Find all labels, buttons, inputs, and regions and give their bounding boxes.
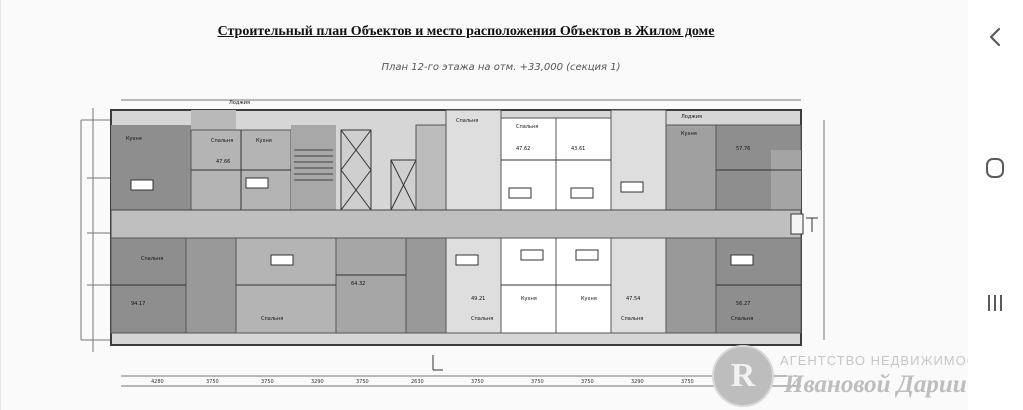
agency-line: АГЕНТСТВО НЕДВИЖИМОСТИ [780,353,996,368]
agency-logo-icon: R [712,345,774,407]
area-label: 64.32 [351,281,365,287]
dimension-labels: 4280 3750 3750 3290 3750 2630 3750 3750 3750 3… [151,379,694,385]
apartment-k [445,237,502,334]
home-button[interactable] [980,153,1010,183]
room-label: Лоджия [229,100,250,106]
room-label: Спальня [471,316,493,322]
entrance-door [790,213,804,235]
svg-text:3750: 3750 [681,379,694,385]
room-label: Спальня [731,316,753,322]
agency-watermark: R АГЕНТСТВО НЕДВИЖИМОСТИ Ивановой Дарии [712,343,1023,407]
android-navigation-bar [968,0,1023,410]
elevator-shaft-left [340,129,372,211]
room-label: Спальня [211,138,233,144]
room-label: Кухня [521,296,537,302]
room-label: Спальня [516,124,538,130]
room-label: Спальня [141,256,163,262]
area-label: 47.54 [626,296,640,302]
svg-text:3290: 3290 [311,379,324,385]
dimension-frame [80,99,825,387]
apartment-n [610,237,667,334]
three-bars-icon [988,295,1002,311]
room-label: Кухня [126,136,142,142]
apartment-f [665,124,717,211]
area-label: 47.66 [216,159,230,165]
svg-text:3750: 3750 [206,379,219,385]
apartment-j [405,237,447,334]
area-label: 49.21 [471,296,485,302]
apartment-i [335,237,407,334]
room-label: Спальня [621,316,643,322]
area-label: 43.61 [571,146,585,152]
apartment-g [185,237,237,334]
bathroom-fixtures [130,177,754,266]
interior-walls [111,130,801,286]
svg-text:3750: 3750 [261,379,274,385]
area-label: 47.62 [516,146,530,152]
svg-text:3750: 3750 [531,379,544,385]
apartment-top-left [111,125,191,210]
document-title: Строительный план Объектов и место распо… [217,24,715,39]
apartment-e [610,109,667,211]
room-label: Кухня [581,296,597,302]
agency-name: Ивановой Дарии [784,371,967,398]
plan-subtitle: План 12-го этажа на отм. +33,000 (секция… [381,62,621,73]
floor-plan-drawing: Спальня Кухня Кухня Спальня Спальня Кухн… [80,99,825,387]
recents-button[interactable] [980,288,1010,318]
chevron-left-icon [989,27,1001,47]
svg-text:2630: 2630 [411,379,424,385]
apartment-b [445,109,502,211]
corridor [110,209,802,239]
room-label: Лоджия [681,114,702,120]
area-label: 57.76 [736,146,750,152]
svg-text:3290: 3290 [631,379,644,385]
area-label: 56.27 [736,301,750,307]
room-label: Спальня [456,118,478,124]
rounded-square-icon [986,158,1004,178]
back-button[interactable] [980,22,1010,52]
svg-text:3750: 3750 [581,379,594,385]
apartment-o [665,237,717,334]
floor-plan-document: Спальня Кухня Кухня Спальня Спальня Кухн… [0,0,825,410]
balcony-top-right [771,150,801,210]
svg-text:4280: 4280 [151,379,164,385]
room-label: Кухня [256,138,272,144]
svg-text:3750: 3750 [471,379,484,385]
room-label: Кухня [681,131,697,137]
lobby-room [415,124,447,211]
area-label: 94.17 [131,301,145,307]
room-labels: Спальня Кухня Кухня Спальня Спальня Кухн… [126,100,753,322]
room-label: Спальня [261,316,283,322]
svg-text:3750: 3750 [356,379,369,385]
